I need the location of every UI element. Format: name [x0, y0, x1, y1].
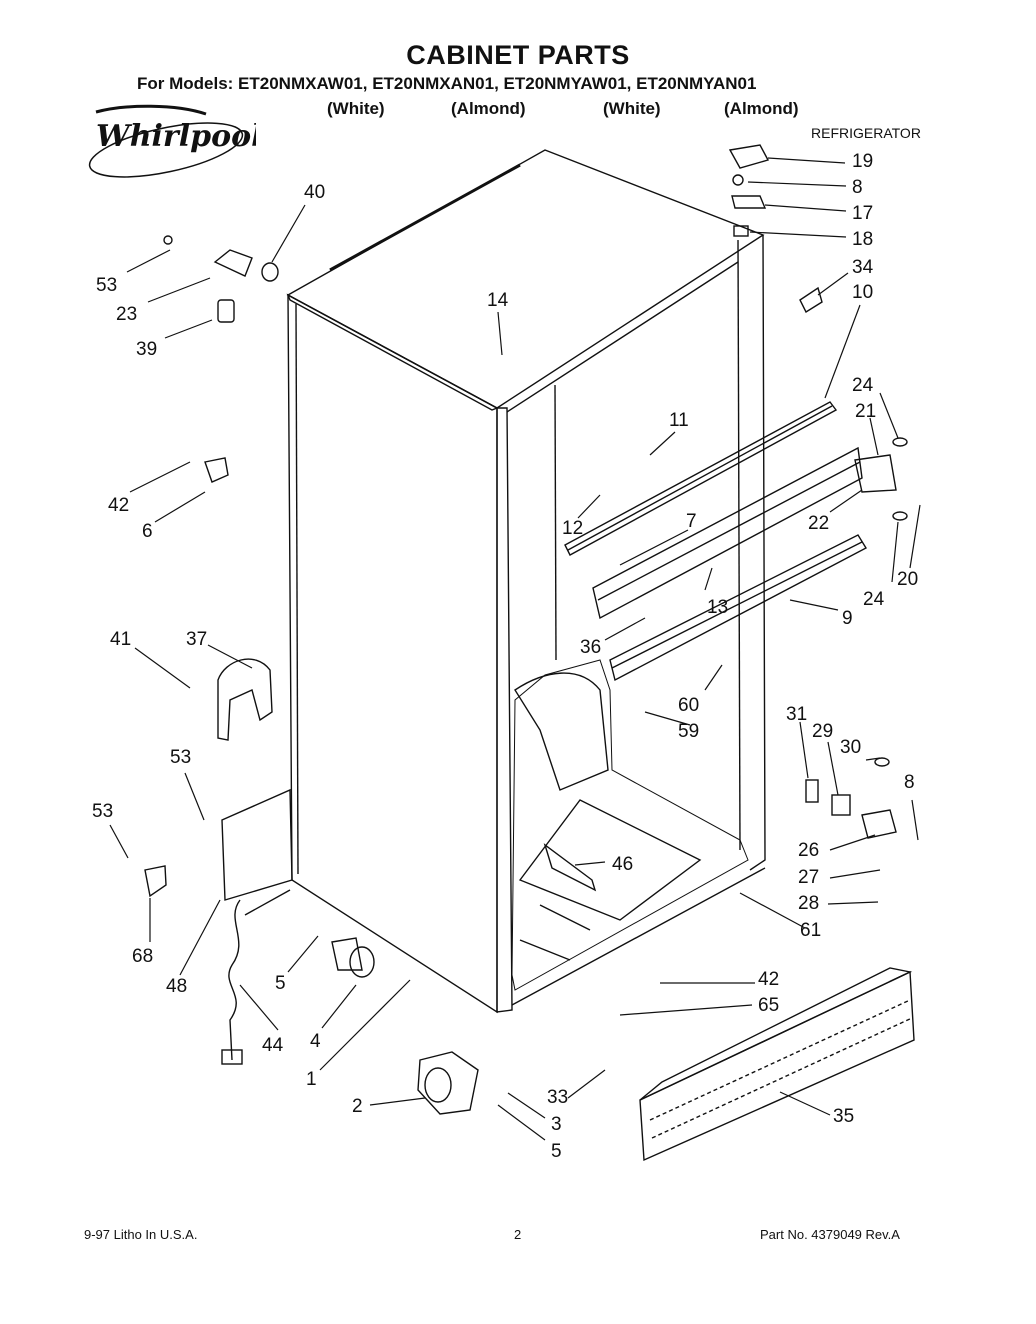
callout-number: 53 — [170, 747, 192, 768]
callout-number: 10 — [852, 282, 874, 303]
mullion-part-13 — [592, 446, 863, 620]
callout-number: 21 — [855, 401, 877, 422]
leader-lines — [109, 157, 921, 1141]
cabinet-top — [286, 149, 765, 411]
callout-number: 27 — [798, 867, 820, 888]
callout-number: 31 — [786, 704, 808, 725]
callout-number: 3 — [551, 1114, 562, 1135]
callout-number: 44 — [262, 1035, 284, 1056]
callout-number: 42 — [758, 969, 780, 990]
callout-number: 8 — [852, 177, 863, 198]
variant-label: (Almond) — [451, 99, 526, 118]
callout-number: 22 — [808, 513, 830, 534]
cabinet-inner-back — [506, 261, 766, 1006]
callout-number: 4 — [310, 1031, 321, 1052]
footer-print-info: 9-97 Litho In U.S.A. — [84, 1227, 198, 1242]
callout-number: 5 — [275, 973, 286, 994]
callout-number: 17 — [852, 203, 874, 224]
toe-grille — [639, 967, 915, 1162]
callout-number: 5 — [551, 1141, 562, 1162]
callout-number: 53 — [96, 275, 118, 296]
callout-number: 11 — [669, 410, 689, 431]
callout-number: 36 — [580, 637, 602, 658]
callout-number: 7 — [686, 511, 697, 532]
callout-number: 26 — [798, 840, 820, 861]
power-cord — [221, 889, 291, 1065]
callout-number: 41 — [110, 629, 132, 650]
callout-number: 35 — [833, 1106, 855, 1127]
footer-part-number: Part No. 4379049 Rev.A — [760, 1227, 900, 1242]
callout-number: 65 — [758, 995, 780, 1016]
models-line: For Models: ET20NMXAW01, ET20NMXAN01, ET… — [137, 74, 757, 93]
callout-number: 23 — [116, 304, 138, 325]
callout-number: 12 — [562, 518, 584, 539]
callout-number: 61 — [800, 920, 822, 941]
right-hinge-bracket — [805, 437, 908, 839]
cabinet-left-side — [287, 293, 498, 1014]
callout-number: 59 — [678, 721, 700, 742]
cabinet-right-side — [737, 234, 766, 871]
evaporator-cover — [514, 672, 702, 961]
callout-number: 20 — [897, 569, 919, 590]
callout-number: 8 — [904, 772, 915, 793]
roller-assembly — [331, 937, 479, 1115]
callout-number: 24 — [863, 589, 885, 610]
variant-label: (White) — [327, 99, 385, 118]
top-hinge-assembly — [728, 144, 823, 314]
callout-number: 1 — [306, 1069, 317, 1090]
cabinet-front-post — [496, 407, 513, 1013]
callout-number: 37 — [186, 629, 208, 650]
callout-number: 30 — [840, 737, 862, 758]
appliance-label: REFRIGERATOR — [811, 125, 921, 141]
callout-number: 9 — [842, 608, 853, 629]
callout-number: 40 — [304, 182, 326, 203]
callout-number: 24 — [852, 375, 874, 396]
rail-part-10 — [564, 401, 838, 556]
callout-number: 46 — [612, 854, 634, 875]
callout-number: 6 — [142, 521, 153, 542]
svg-text:Whirlpool: Whirlpool — [96, 119, 256, 154]
variant-label: (Almond) — [724, 99, 799, 118]
mullion-cover-part-9 — [609, 534, 867, 682]
callout-number: 53 — [92, 801, 114, 822]
page-title: CABINET PARTS — [406, 40, 630, 70]
footer-page-number: 2 — [514, 1227, 522, 1242]
callout-number: 60 — [678, 695, 700, 716]
callout-number: 34 — [852, 257, 874, 278]
callout-number: 29 — [812, 721, 834, 742]
left-hinge-parts — [144, 235, 293, 901]
callout-number: 42 — [108, 495, 130, 516]
callout-number: 28 — [798, 893, 820, 914]
callout-number: 39 — [136, 339, 158, 360]
callout-number: 14 — [487, 290, 509, 311]
callout-number: 19 — [852, 151, 874, 172]
callout-number: 13 — [707, 597, 729, 618]
variant-label: (White) — [603, 99, 661, 118]
callout-number: 18 — [852, 229, 874, 250]
callout-number: 2 — [352, 1096, 363, 1117]
callout-number: 33 — [547, 1087, 569, 1108]
callout-number: 68 — [132, 946, 154, 967]
callout-number: 48 — [166, 976, 188, 997]
whirlpool-logo: Whirlpool — [88, 104, 256, 178]
